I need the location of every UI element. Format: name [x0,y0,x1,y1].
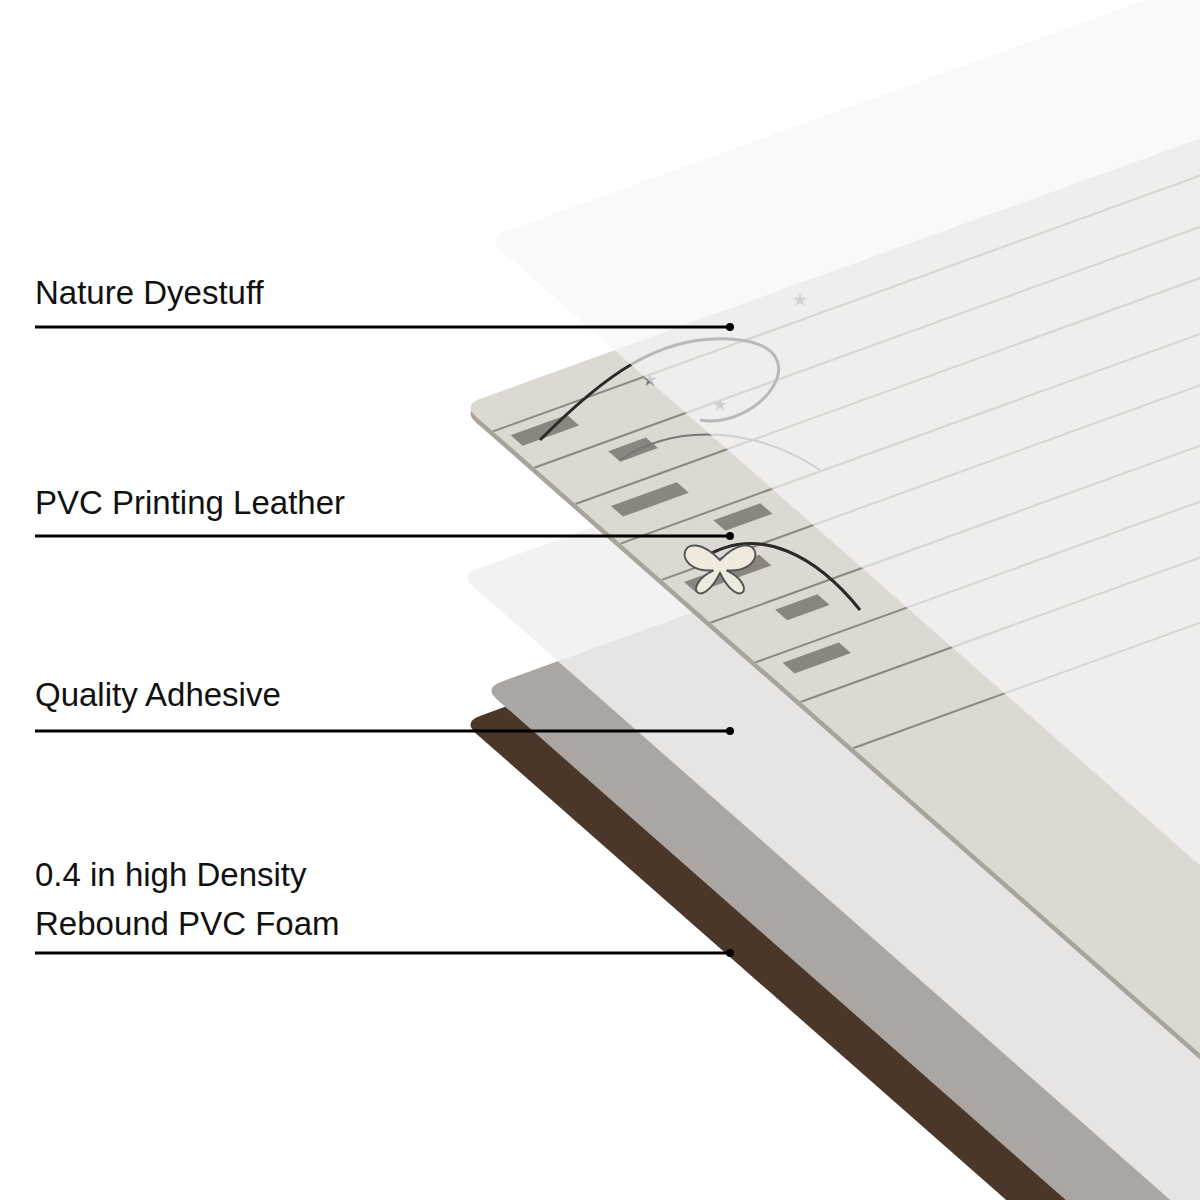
butterfly [685,545,756,593]
leader-dot [728,951,733,956]
wood-grain [783,642,851,673]
wood-grain [775,594,829,620]
leader-line [35,535,730,538]
part-label: PVC Printing Leather [35,478,695,527]
leader-dot [728,325,733,330]
part-label: 0.4 in high Density Rebound PVC Foam [35,850,435,948]
part-label: Nature Dyestuff [35,268,695,317]
leader-line [35,326,730,329]
wood-grain [511,415,579,446]
part-label: Quality Adhesive [35,670,695,719]
wood-grain [713,503,772,531]
leader-dot [728,534,733,539]
wood-grain [608,438,658,462]
wood-grain [611,482,689,516]
dye-layer [495,0,1200,1162]
leader-dot [728,729,733,734]
butterfly [530,318,590,359]
leader-line [35,730,730,733]
leader-line [35,952,730,955]
